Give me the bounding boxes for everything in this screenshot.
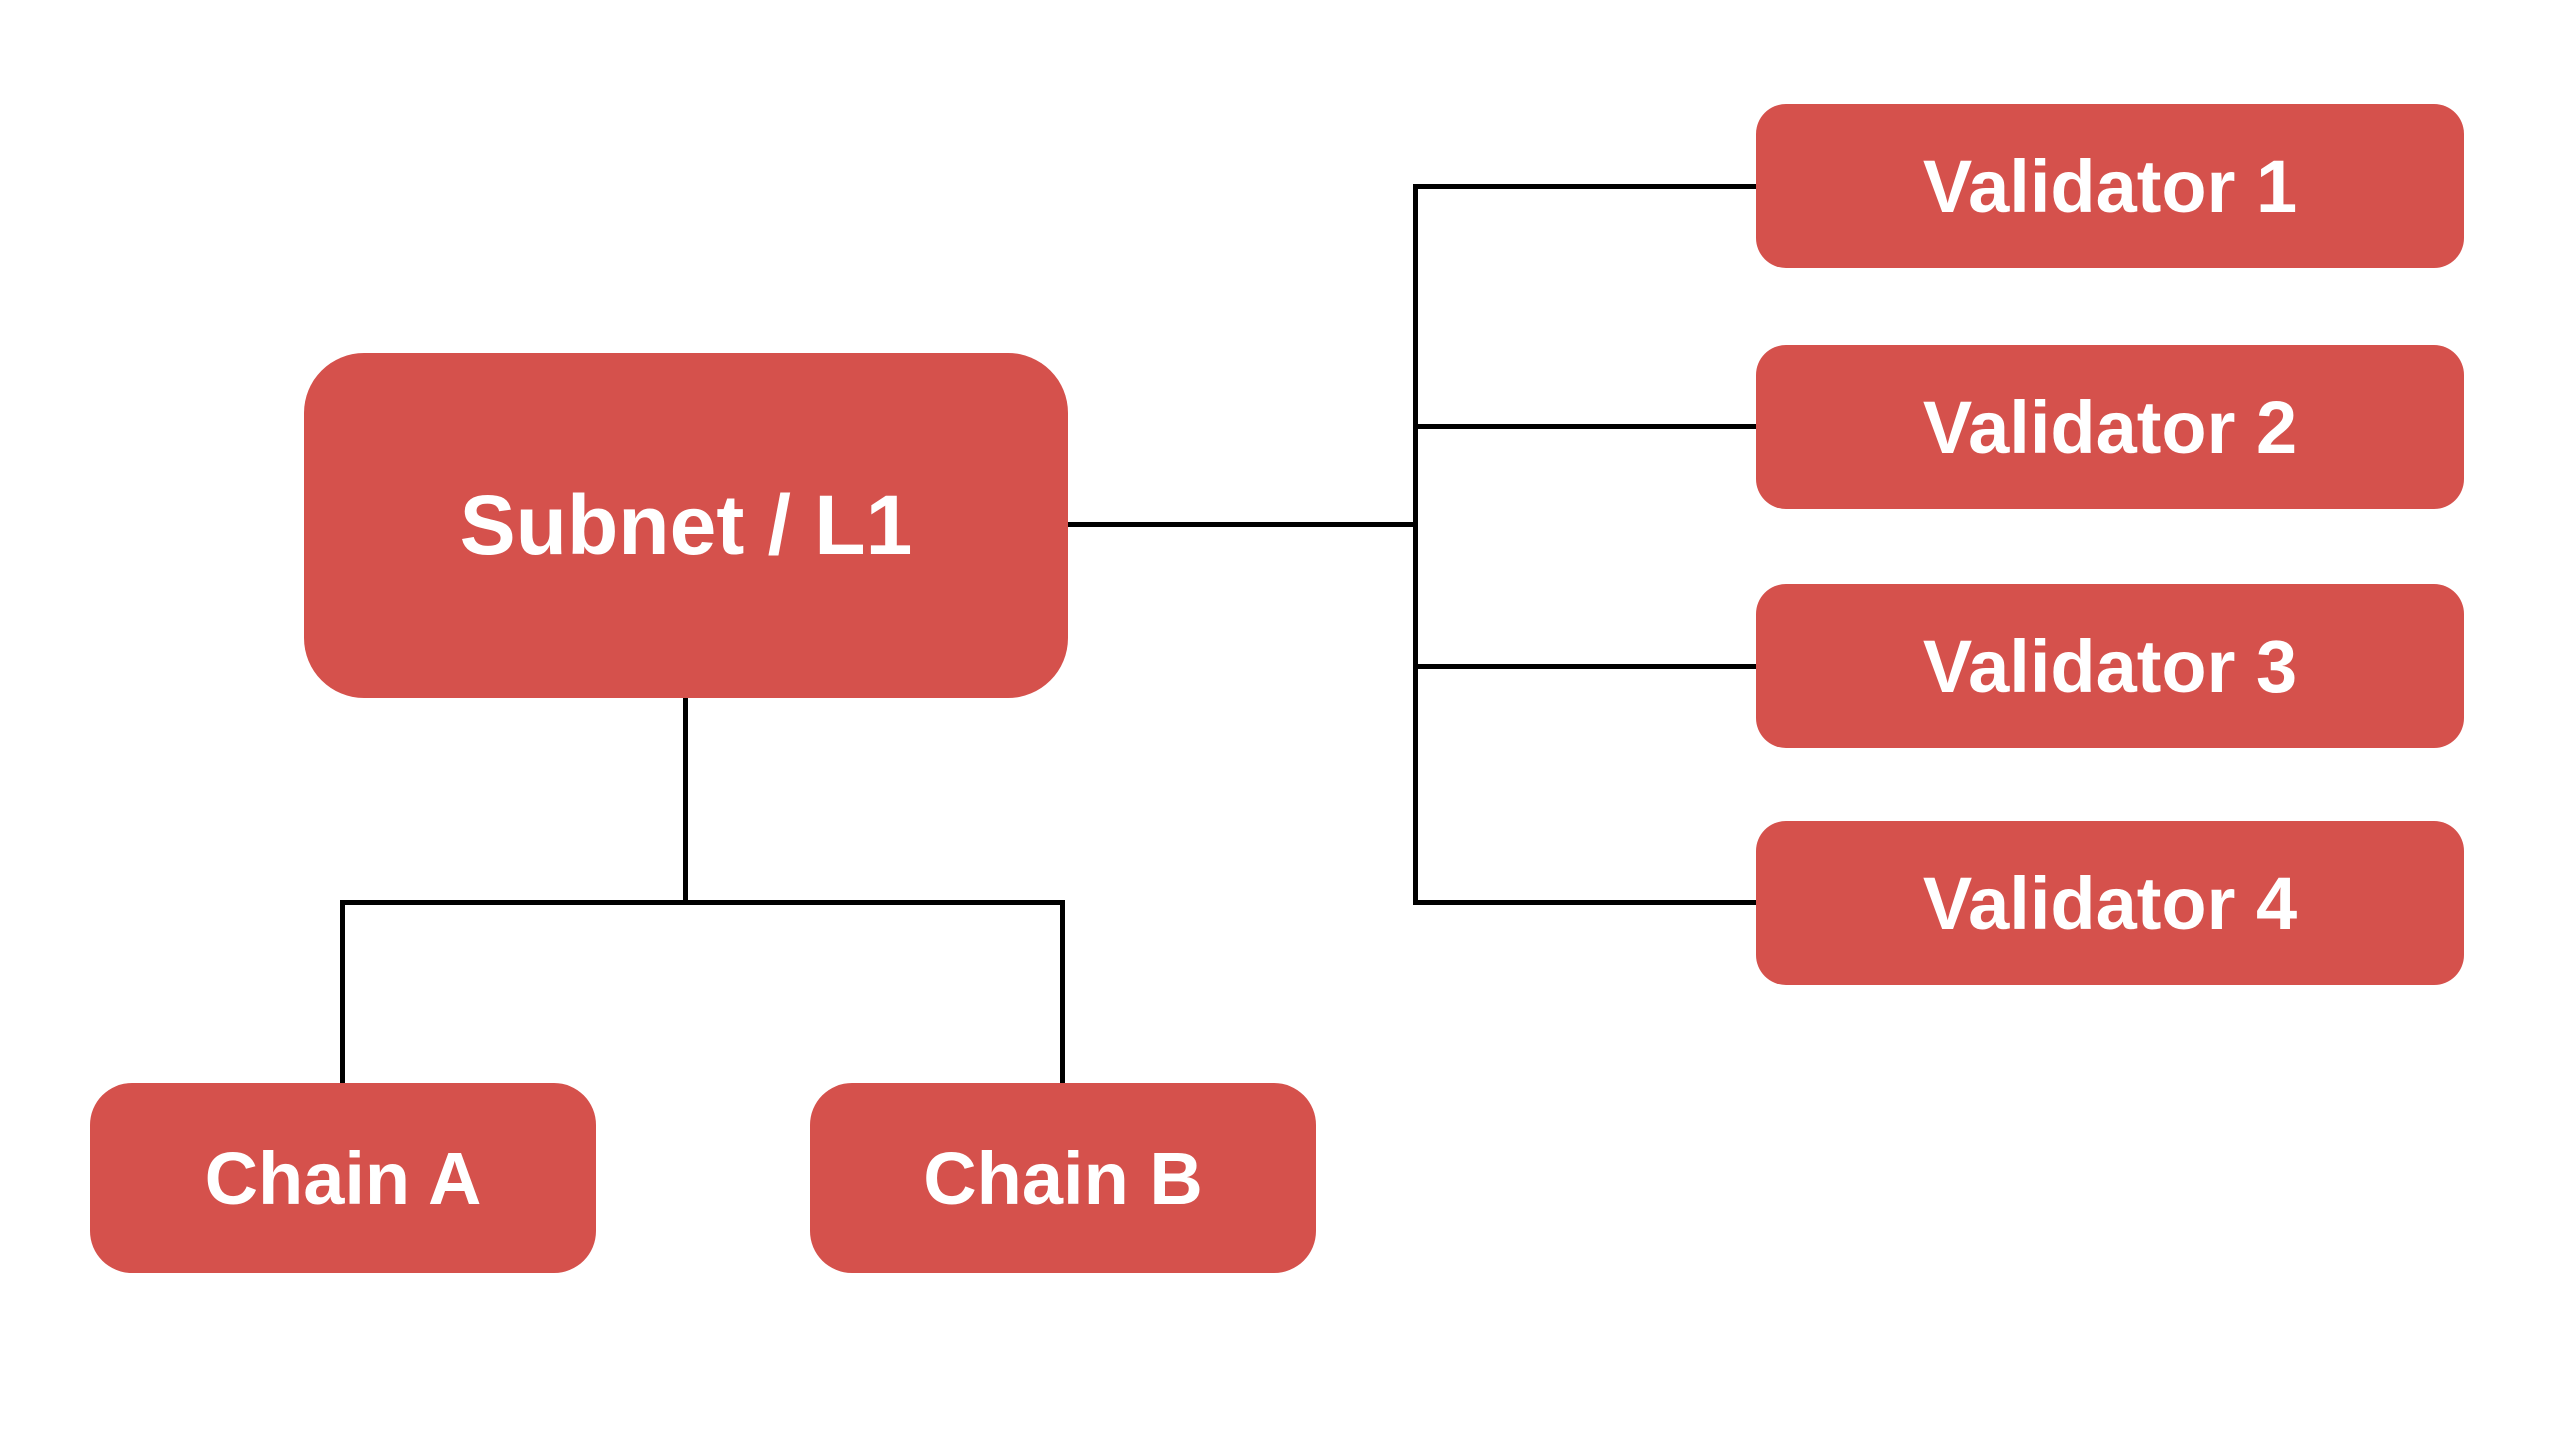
node-chain-b: Chain B — [810, 1083, 1316, 1273]
edge-bus-to-chain-a — [340, 900, 345, 1083]
node-validator-1-label: Validator 1 — [1922, 144, 2298, 228]
node-validator-1: Validator 1 — [1756, 104, 2464, 268]
node-validator-4: Validator 4 — [1756, 821, 2464, 985]
node-validator-3: Validator 3 — [1756, 584, 2464, 748]
node-chain-a-label: Chain A — [204, 1136, 482, 1220]
edge-trunk-to-validator-4 — [1413, 900, 1756, 905]
edge-trunk-to-validator-2 — [1413, 424, 1756, 429]
node-validator-2: Validator 2 — [1756, 345, 2464, 509]
edge-subnet-to-chain-bus — [683, 698, 688, 903]
node-validator-3-label: Validator 3 — [1922, 624, 2298, 708]
node-validator-4-label: Validator 4 — [1922, 861, 2298, 945]
edge-bus-to-chain-b — [1060, 900, 1065, 1083]
edge-validator-trunk — [1413, 184, 1418, 905]
edge-trunk-to-validator-3 — [1413, 664, 1756, 669]
node-subnet-l1-label: Subnet / L1 — [459, 478, 913, 572]
node-chain-b-label: Chain B — [923, 1136, 1203, 1220]
edge-trunk-to-validator-1 — [1413, 184, 1756, 189]
edge-chain-bus — [340, 900, 1065, 905]
node-chain-a: Chain A — [90, 1083, 596, 1273]
node-validator-2-label: Validator 2 — [1922, 385, 2298, 469]
edge-subnet-to-validator-trunk — [1068, 522, 1418, 527]
node-subnet-l1: Subnet / L1 — [304, 353, 1068, 698]
